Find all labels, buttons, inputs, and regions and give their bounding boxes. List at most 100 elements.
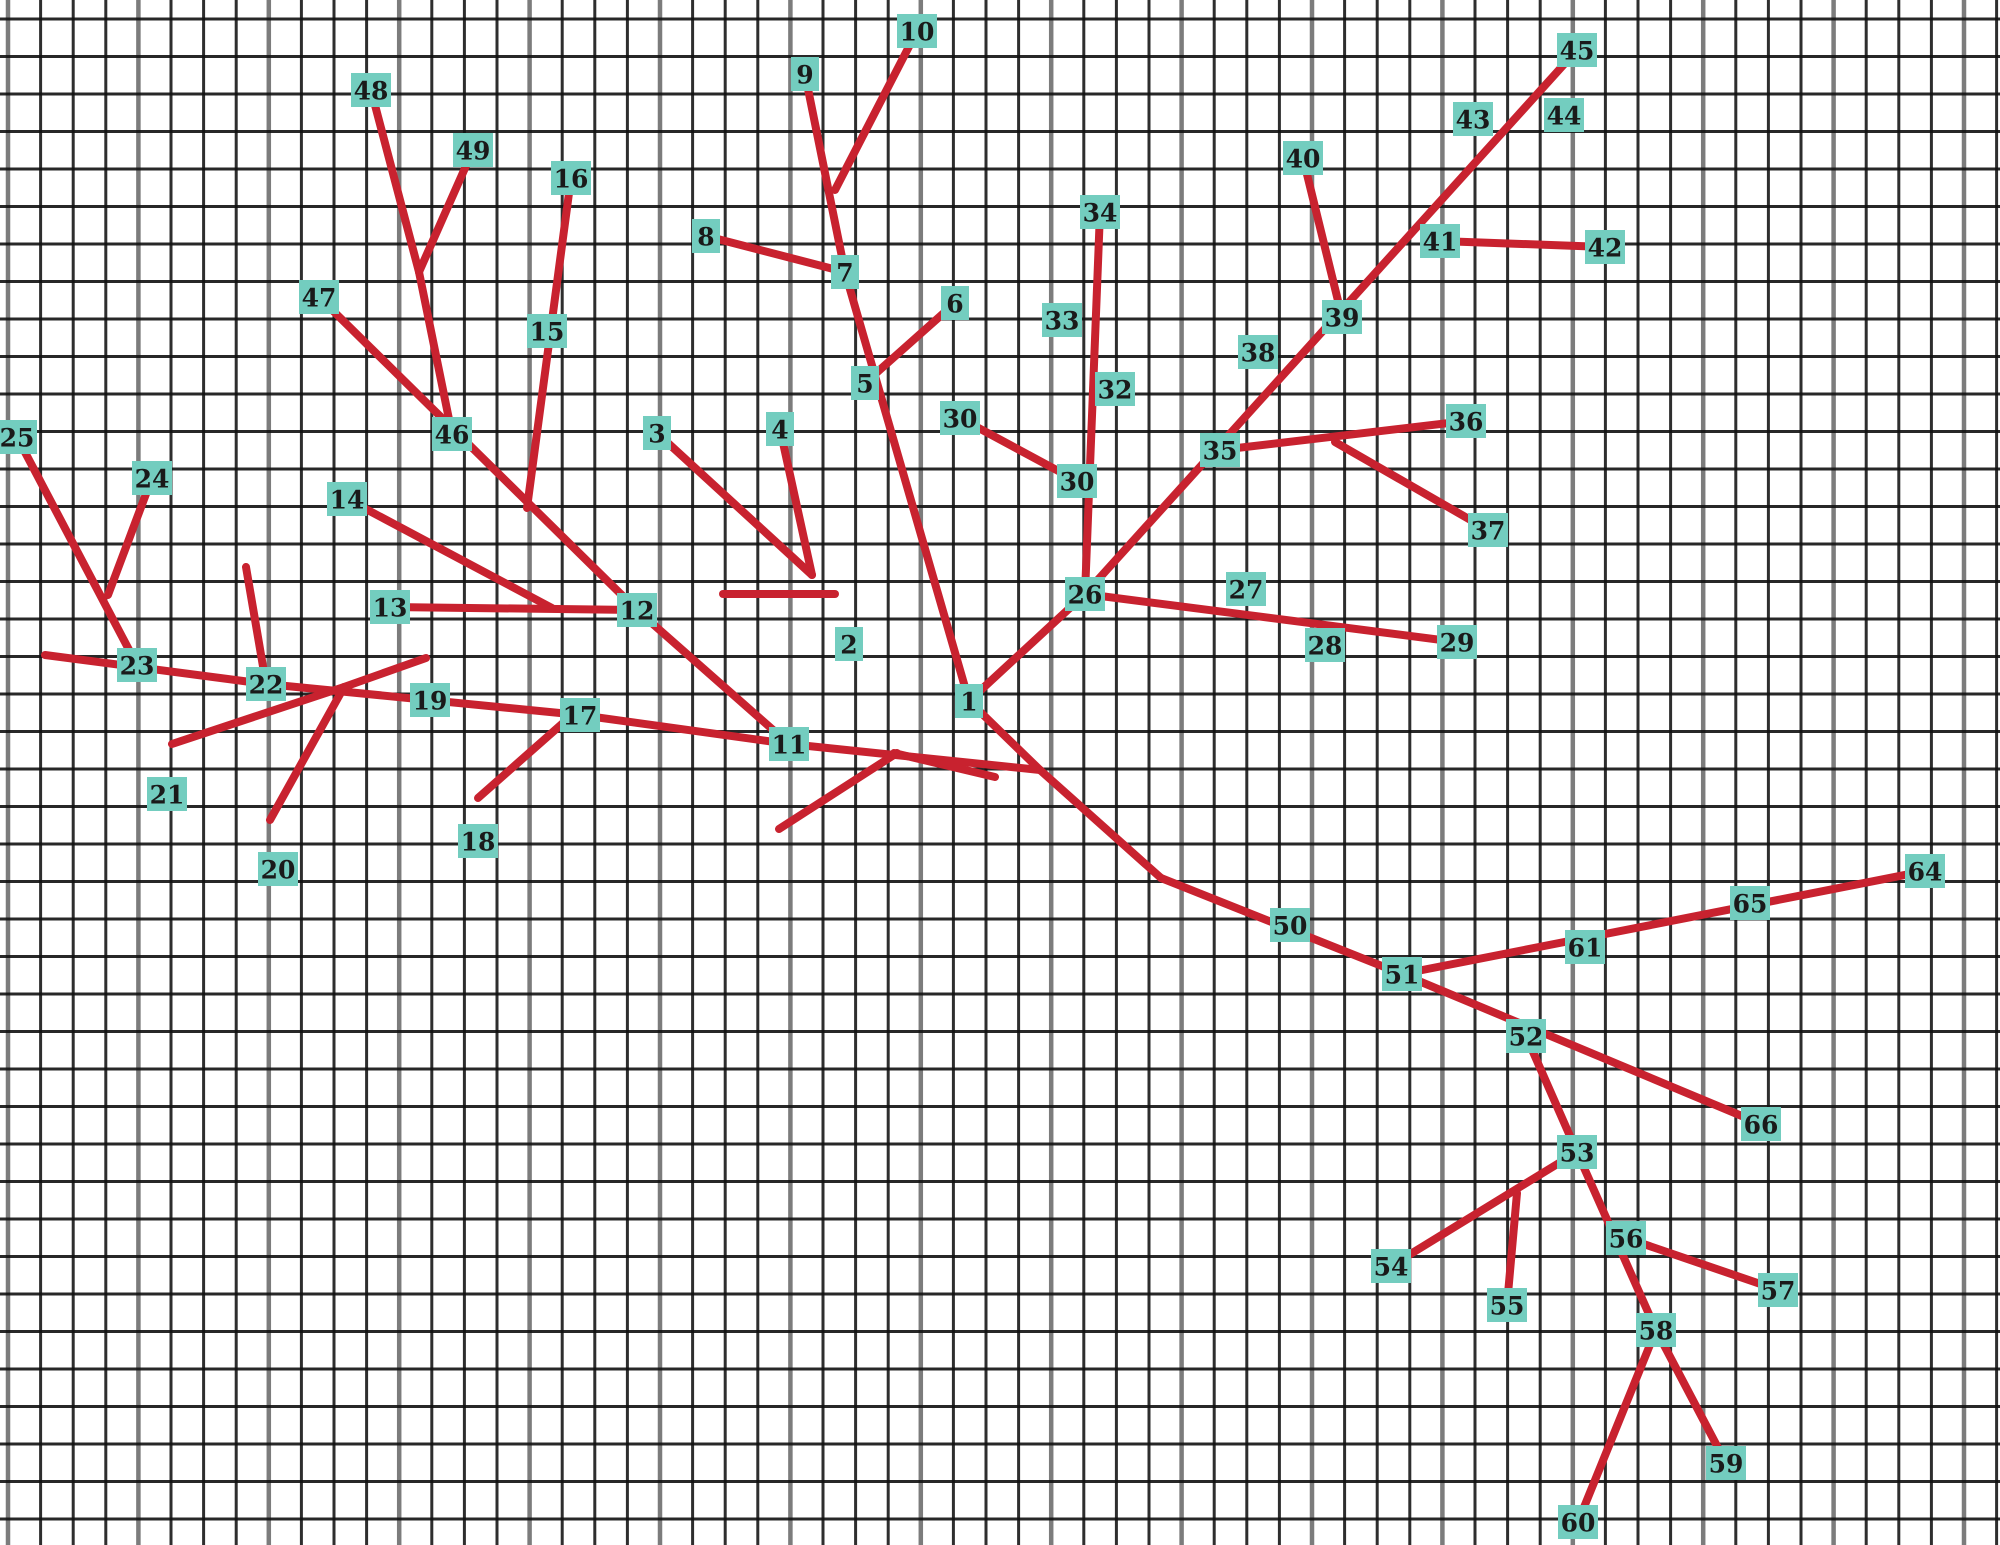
node-box — [1636, 1313, 1676, 1347]
branch-segment-39 — [1036, 766, 1165, 882]
node-box — [1042, 303, 1082, 337]
node-box — [769, 727, 809, 761]
node-box — [351, 73, 391, 107]
node-box — [1606, 1221, 1646, 1255]
branch-segment-37 — [775, 749, 901, 833]
node-n57: 57 — [1758, 1273, 1798, 1307]
node-label: 6 — [946, 290, 963, 319]
node-label: 36 — [1449, 408, 1484, 437]
node-box — [1283, 141, 1323, 175]
node-label: 4 — [771, 416, 788, 445]
node-box — [1557, 33, 1597, 67]
node-n23: 23 — [117, 648, 157, 682]
node-n53: 53 — [1557, 1135, 1597, 1169]
node-n39: 39 — [1322, 300, 1362, 334]
node-box — [1468, 513, 1508, 547]
branch-segment-24 — [266, 683, 348, 824]
node-box — [1730, 886, 1770, 920]
node-n34: 34 — [1080, 195, 1120, 229]
branch-segment-23 — [168, 683, 348, 748]
node-box — [1270, 908, 1310, 942]
node-n1: 1 — [955, 684, 983, 718]
node-label: 18 — [461, 828, 496, 857]
node-label: 8 — [697, 223, 714, 252]
node-label: 19 — [413, 687, 448, 716]
node-box — [1905, 854, 1945, 888]
node-label: 43 — [1456, 106, 1491, 135]
node-label: 7 — [836, 259, 853, 288]
node-label: 3 — [648, 420, 665, 449]
branch-segment-2 — [831, 27, 921, 194]
node-n16: 16 — [551, 161, 591, 195]
node-box — [132, 461, 172, 495]
node-label: 20 — [261, 856, 296, 885]
branch-segment-47 — [1622, 1234, 1782, 1294]
node-label: 58 — [1639, 1317, 1674, 1346]
branch-segment-33 — [415, 146, 477, 276]
node-label: 44 — [1547, 102, 1582, 131]
node-n13: 13 — [370, 590, 410, 624]
node-n5: 5 — [851, 366, 879, 400]
node-label: 51 — [1385, 961, 1420, 990]
node-box — [940, 401, 980, 435]
node-n22: 22 — [246, 667, 286, 701]
node-n65: 65 — [1730, 886, 1770, 920]
node-box — [617, 593, 657, 627]
node-label: 11 — [772, 731, 807, 760]
node-n42: 42 — [1585, 230, 1625, 264]
branch-segment-21 — [242, 563, 270, 688]
node-label: 37 — [1471, 517, 1506, 546]
node-n56: 56 — [1606, 1221, 1646, 1255]
node-box — [1453, 102, 1493, 136]
node-n48: 48 — [351, 73, 391, 107]
node-box — [458, 824, 498, 858]
node-box — [432, 417, 472, 451]
node-label: 12 — [620, 597, 655, 626]
branch-segment-43 — [1522, 1032, 1581, 1156]
node-n43: 43 — [1453, 102, 1493, 136]
node-box — [1382, 957, 1422, 991]
node-label: 10 — [900, 18, 935, 47]
node-label: 35 — [1203, 437, 1238, 466]
node-box — [1226, 572, 1266, 606]
node-box — [299, 280, 339, 314]
node-n9: 9 — [791, 57, 819, 91]
node-n41: 41 — [1420, 224, 1460, 258]
node-box — [1706, 1446, 1746, 1480]
node-n8: 8 — [692, 219, 720, 253]
node-box — [1544, 98, 1584, 132]
node-box — [1741, 1107, 1781, 1141]
branch-segment-11 — [1081, 208, 1104, 598]
node-label: 39 — [1325, 304, 1360, 333]
node-n30a: 30 — [940, 401, 980, 435]
node-n37: 37 — [1468, 513, 1508, 547]
node-n35: 35 — [1200, 433, 1240, 467]
node-box — [1065, 577, 1105, 611]
node-n17: 17 — [560, 698, 600, 732]
branch-segment-27 — [315, 293, 641, 614]
node-box — [1200, 433, 1240, 467]
branch-segment-7 — [1299, 154, 1346, 321]
node-label: 48 — [354, 77, 389, 106]
node-box — [941, 286, 969, 320]
node-label: 54 — [1374, 1253, 1409, 1282]
node-label: 42 — [1588, 234, 1623, 263]
node-label: 50 — [1273, 912, 1308, 941]
node-n50: 50 — [1270, 908, 1310, 942]
node-label: 23 — [120, 652, 155, 681]
node-label: 41 — [1423, 228, 1458, 257]
node-box — [1057, 464, 1097, 498]
node-box — [1506, 1019, 1546, 1053]
node-n30b: 30 — [1057, 464, 1097, 498]
node-n51: 51 — [1382, 957, 1422, 991]
node-label: 16 — [554, 165, 589, 194]
node-n28: 28 — [1305, 628, 1345, 662]
node-label: 22 — [249, 671, 284, 700]
node-box — [527, 314, 567, 348]
node-n3: 3 — [643, 416, 671, 450]
node-label: 14 — [330, 486, 365, 515]
node-n55: 55 — [1487, 1288, 1527, 1322]
node-box — [851, 366, 879, 400]
node-box — [327, 482, 367, 516]
